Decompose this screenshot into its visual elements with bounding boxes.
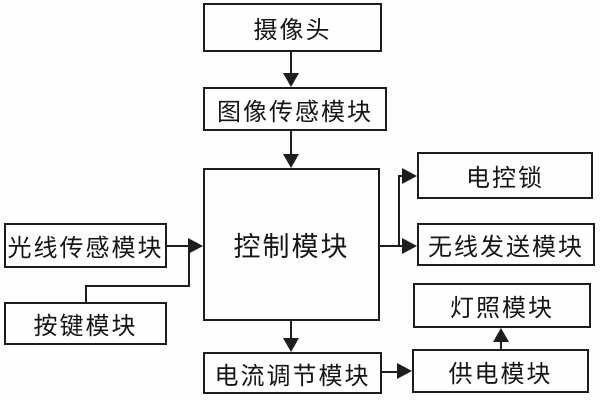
connector-arrowhead-down	[283, 73, 299, 87]
node-key-module: 按键模块	[4, 302, 167, 345]
connector-arrowhead-right	[402, 238, 417, 254]
node-power-supply-module: 供电模块	[412, 349, 589, 393]
connector-arrowhead-down	[283, 154, 299, 168]
node-light-sensor-module: 光线传感模块	[4, 223, 167, 268]
node-electric-lock: 电控锁	[417, 152, 593, 199]
node-wireless-send-module: 无线发送模块	[417, 223, 595, 266]
node-control-module: 控制模块	[203, 168, 380, 321]
connector-arrowhead-up	[493, 328, 509, 342]
connector-lightsensor-control	[166, 245, 190, 247]
connector-control-current	[290, 321, 292, 339]
connector-key-horizontal	[85, 285, 190, 287]
connector-key-riser	[85, 285, 87, 303]
node-camera: 摄像头	[203, 3, 382, 52]
node-image-sensor-module: 图像传感模块	[203, 87, 387, 131]
connector-arrowhead-right	[402, 168, 417, 184]
connector-imagesensor-control	[290, 131, 292, 155]
connector-key-join	[188, 245, 190, 287]
node-current-regulation-module: 电流调节模块	[203, 352, 382, 394]
connector-arrowhead-down	[283, 338, 299, 352]
connector-control-out	[379, 245, 403, 247]
connector-power-lighting	[500, 341, 502, 350]
connector-arrowhead-right	[188, 238, 203, 254]
connector-camera-imagesensor	[290, 52, 292, 74]
connector-branch-vertical	[398, 176, 400, 247]
connector-branch-lock-stub	[398, 175, 405, 177]
connector-current-power	[381, 371, 399, 373]
node-lighting-module: 灯照模块	[413, 283, 591, 328]
connector-arrowhead-right	[397, 363, 412, 379]
